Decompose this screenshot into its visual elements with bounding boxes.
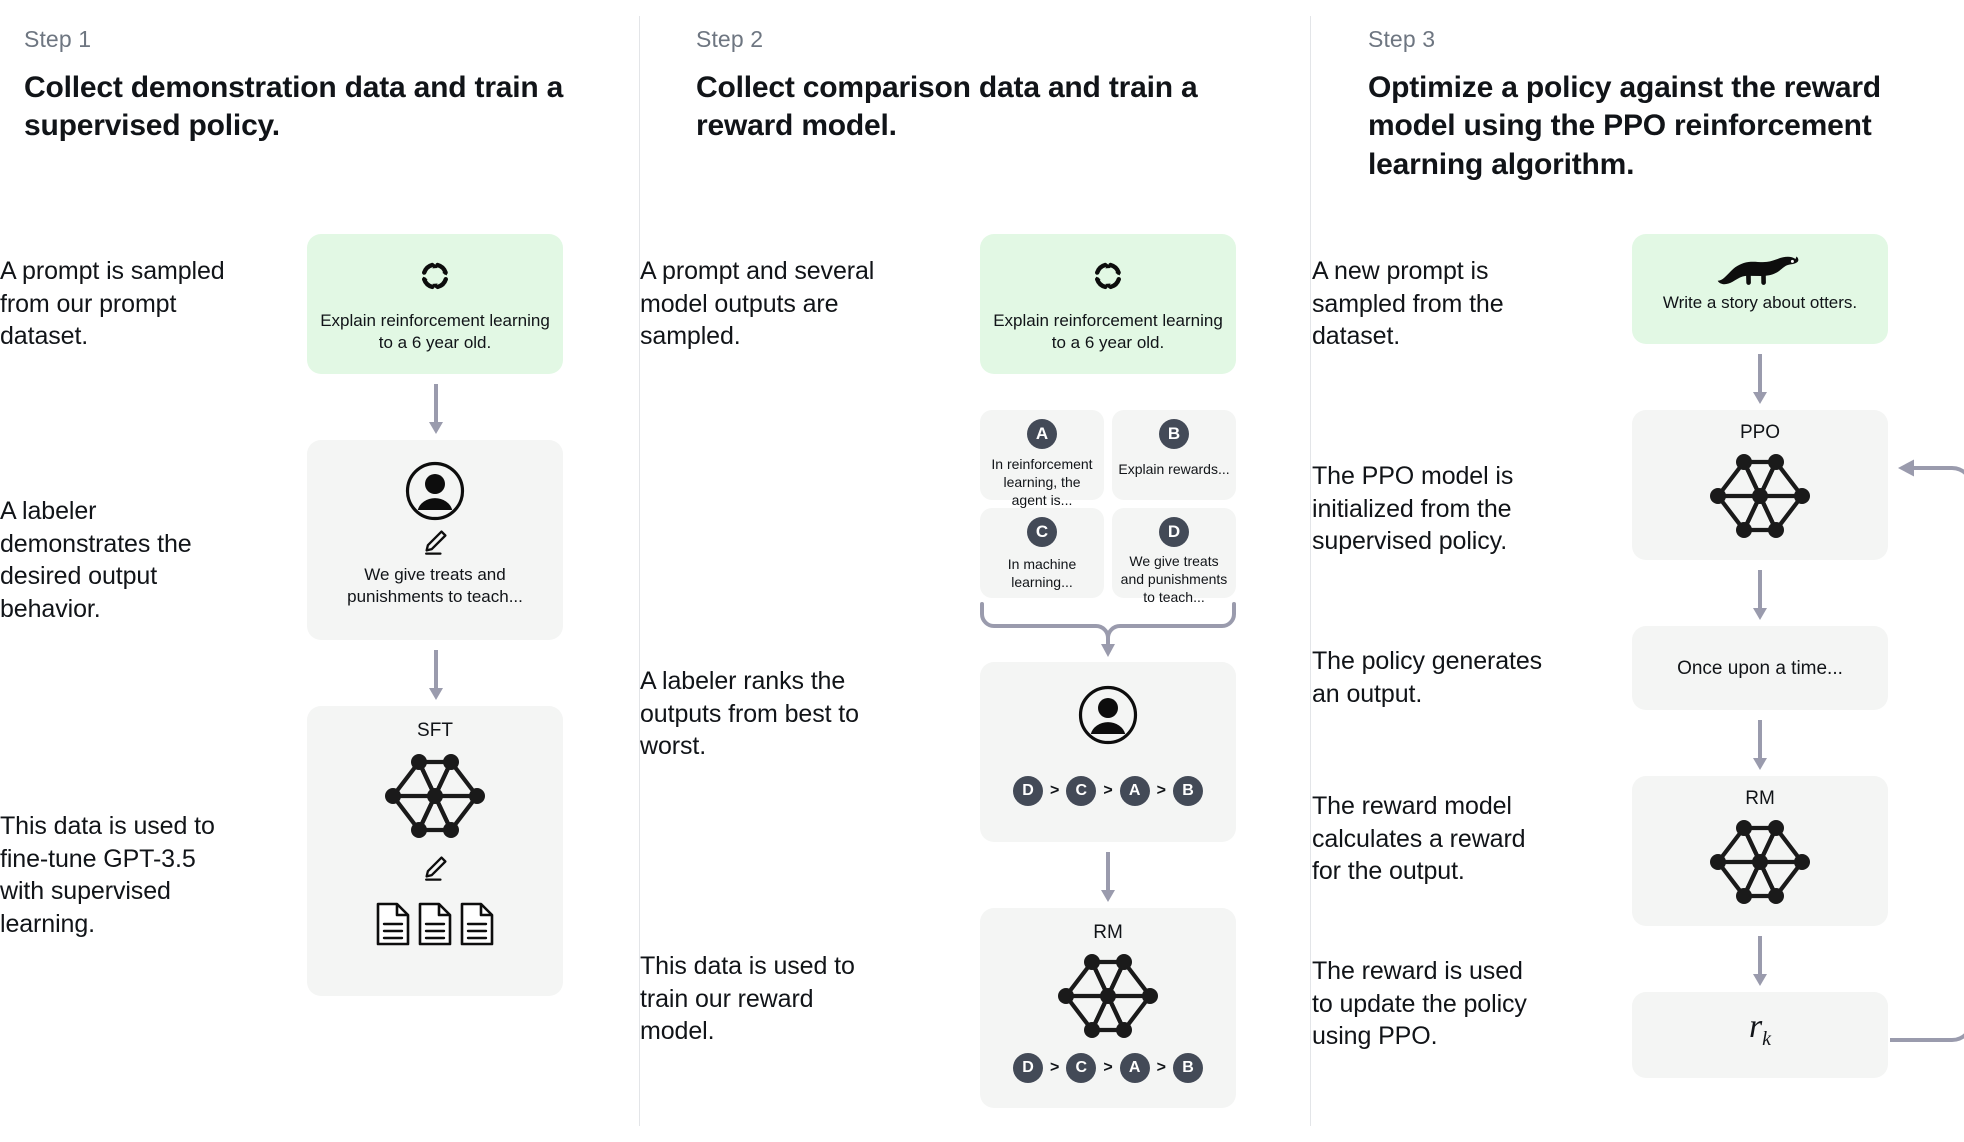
step-3-title: Optimize a policy against the reward mod… bbox=[1368, 71, 1881, 181]
step-3-caption-3: The policy generates an output. bbox=[1312, 647, 1543, 708]
documents-icon bbox=[307, 902, 563, 946]
ranking-row-rm: D > C > A > B bbox=[1012, 1053, 1204, 1083]
column-divider-1 bbox=[639, 16, 640, 1126]
step-2-caption-3: This data is used to train our reward mo… bbox=[640, 952, 855, 1045]
arrow-rm-to-reward bbox=[1753, 936, 1767, 986]
step-2-prompt-text: Explain reinforcement learning to a 6 ye… bbox=[993, 311, 1223, 353]
step-1-label: Step 1 bbox=[24, 26, 92, 52]
step-3-prompt-card[interactable]: Write a story about otters. bbox=[1632, 234, 1888, 344]
step-2-caption-1: A prompt and several model outputs are s… bbox=[640, 257, 875, 350]
reward-symbol-k: k bbox=[1762, 1027, 1772, 1050]
cycle-arrows-icon bbox=[980, 256, 1236, 296]
arrow-output-to-rm bbox=[1753, 720, 1767, 770]
step-1-column: Step 1 Collect demonstration data and tr… bbox=[0, 0, 640, 1142]
step-1-title: Collect demonstration data and train a s… bbox=[24, 71, 564, 143]
option-card-b[interactable]: B Explain rewards... bbox=[1112, 410, 1236, 500]
step-1-labeler-card[interactable]: We give treats and punishments to teach.… bbox=[307, 440, 563, 640]
step-3-label: Step 3 bbox=[1368, 26, 1436, 52]
rm-rank-sep-1: > bbox=[1049, 1059, 1060, 1076]
column-divider-2 bbox=[1310, 16, 1311, 1126]
person-circle-icon bbox=[980, 684, 1236, 746]
step-2-prompt-card[interactable]: Explain reinforcement learning to a 6 ye… bbox=[980, 234, 1236, 374]
sft-title: SFT bbox=[417, 720, 453, 741]
rm-rank-chip-2: C bbox=[1066, 1053, 1097, 1083]
rm-rank-chip-3: A bbox=[1119, 1053, 1150, 1083]
reward-symbol-r: r bbox=[1748, 1008, 1763, 1045]
step-3-rm-card[interactable]: RM bbox=[1632, 776, 1888, 926]
step-2-ranker-card[interactable]: D > C > A > B bbox=[980, 662, 1236, 842]
option-badge-b: B bbox=[1159, 419, 1189, 449]
rank-chip-1: D bbox=[1012, 776, 1043, 806]
step-2-title: Collect comparison data and train a rewa… bbox=[696, 71, 1198, 143]
option-text-d: We give treats and punishments to teach.… bbox=[1120, 553, 1228, 606]
rank-sep-1: > bbox=[1049, 782, 1060, 799]
cycle-arrows-icon bbox=[307, 256, 563, 296]
rank-chip-2: C bbox=[1066, 776, 1097, 806]
option-badge-a: A bbox=[1027, 419, 1057, 449]
step-2-label: Step 2 bbox=[696, 26, 764, 52]
rank-sep-2: > bbox=[1103, 782, 1113, 799]
arrow-labeler-to-sft bbox=[429, 650, 443, 700]
option-badge-c: C bbox=[1027, 517, 1057, 547]
step-1-caption-2: A labeler demonstrates the desired outpu… bbox=[0, 497, 192, 623]
rm-rank-chip-1: D bbox=[1012, 1053, 1043, 1083]
option-card-d[interactable]: D We give treats and punishments to teac… bbox=[1112, 508, 1236, 605]
option-text-b: Explain rewards... bbox=[1118, 461, 1230, 477]
option-text-a: In reinforcement learning, the agent is.… bbox=[991, 456, 1093, 509]
rank-chip-4: B bbox=[1173, 776, 1204, 806]
otter-icon bbox=[1632, 250, 1888, 290]
ppo-title: PPO bbox=[1739, 422, 1781, 443]
step-3-caption-5: The reward is used to update the policy … bbox=[1312, 957, 1527, 1050]
arrow-ranker-to-rm bbox=[1101, 852, 1115, 902]
option-card-c[interactable]: C In machine learning... bbox=[980, 508, 1104, 598]
rm-rank-sep-3: > bbox=[1156, 1059, 1167, 1076]
neural-network-icon bbox=[980, 948, 1236, 1044]
merge-brace-arrow bbox=[978, 600, 1238, 660]
neural-network-icon bbox=[307, 748, 563, 844]
step-3-ppo-card[interactable]: PPO bbox=[1632, 410, 1888, 560]
pencil-icon bbox=[307, 528, 563, 556]
step-2-caption-2: A labeler ranks the outputs from best to… bbox=[640, 667, 859, 760]
step-1-prompt-text: Explain reinforcement learning to a 6 ye… bbox=[320, 311, 550, 353]
step-3-output-text: Once upon a time... bbox=[1677, 658, 1843, 679]
step-1-prompt-card[interactable]: Explain reinforcement learning to a 6 ye… bbox=[307, 234, 563, 374]
option-text-c: In machine learning... bbox=[1007, 556, 1077, 591]
pencil-icon bbox=[307, 854, 563, 882]
rank-chip-3: A bbox=[1119, 776, 1150, 806]
option-badge-d: D bbox=[1159, 517, 1189, 547]
arrow-prompt-to-ppo bbox=[1753, 354, 1767, 404]
arrow-ppo-to-output bbox=[1753, 570, 1767, 620]
step-2-column: Step 2 Collect comparison data and train… bbox=[640, 0, 1312, 1142]
option-card-a[interactable]: A In reinforcement learning, the agent i… bbox=[980, 410, 1104, 508]
step-3-output-card[interactable]: Once upon a time... bbox=[1632, 626, 1888, 710]
step-2-rm-card[interactable]: RM bbox=[980, 908, 1236, 1108]
step-1-caption-1: A prompt is sampled from our prompt data… bbox=[0, 257, 225, 350]
rm-rank-chip-4: B bbox=[1173, 1053, 1204, 1083]
step-3-reward-card[interactable]: rk bbox=[1632, 992, 1888, 1078]
step-1-caption-3: This data is used to fine-tune GPT-3.5 w… bbox=[0, 812, 215, 938]
ranking-row-labeler: D > C > A > B bbox=[1012, 776, 1204, 806]
rm-title-step2: RM bbox=[1093, 922, 1123, 943]
step-3-caption-1: A new prompt is sampled from the dataset… bbox=[1312, 257, 1504, 350]
step-3-caption-2: The PPO model is initialized from the su… bbox=[1312, 462, 1514, 555]
neural-network-icon bbox=[1632, 814, 1888, 910]
step-3-column: Step 3 Optimize a policy against the rew… bbox=[1312, 0, 1964, 1142]
arrow-prompt-to-labeler bbox=[429, 384, 443, 434]
rank-sep-3: > bbox=[1156, 782, 1167, 799]
step-3-prompt-text: Write a story about otters. bbox=[1662, 293, 1858, 312]
step-3-caption-4: The reward model calculates a reward for… bbox=[1312, 792, 1526, 885]
person-circle-icon bbox=[307, 460, 563, 522]
rm-rank-sep-2: > bbox=[1103, 1059, 1113, 1076]
reward-symbol: rk bbox=[1632, 1008, 1888, 1051]
step-1-labeler-text: We give treats and punishments to teach.… bbox=[347, 565, 523, 607]
step-1-sft-card[interactable]: SFT bbox=[307, 706, 563, 996]
rm-title-step3: RM bbox=[1745, 788, 1775, 809]
feedback-loop-arrow bbox=[1882, 448, 1964, 1048]
neural-network-icon bbox=[1632, 448, 1888, 544]
